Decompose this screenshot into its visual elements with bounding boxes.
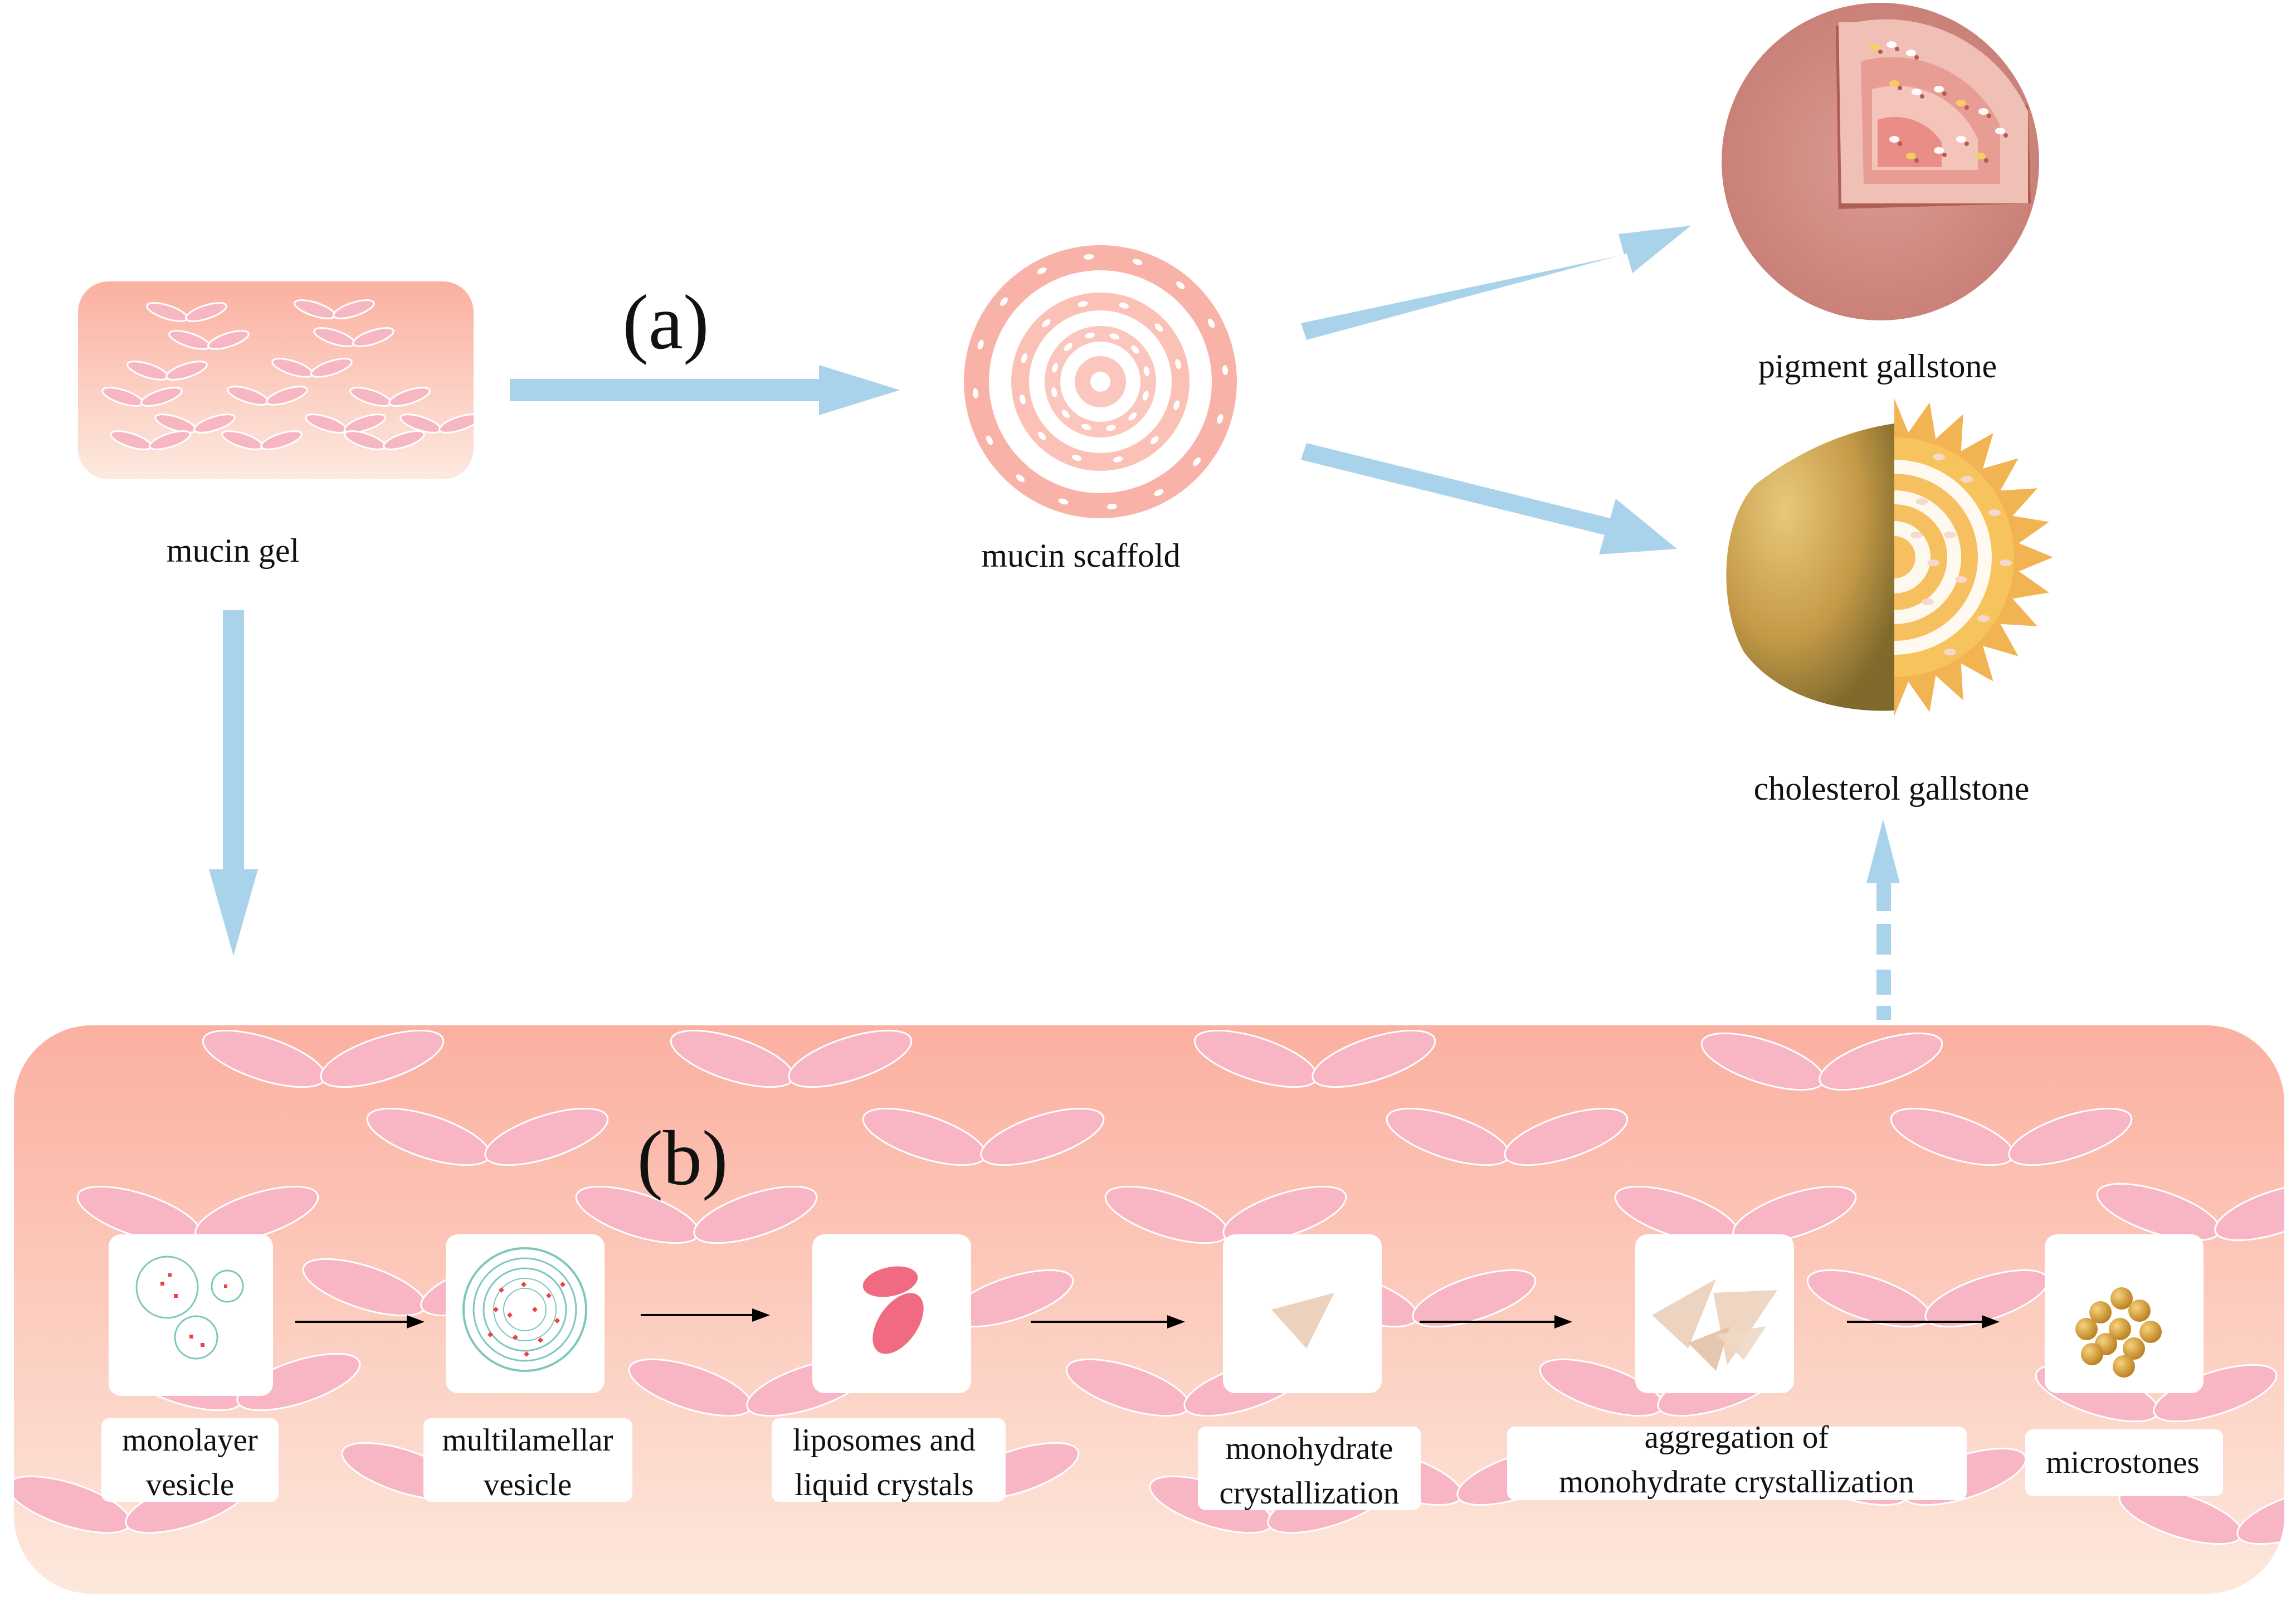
step-4-label-line1: monohydrate: [1226, 1431, 1393, 1466]
gel-cell: [101, 387, 183, 407]
mucin-gel-label: mucin gel: [167, 532, 299, 569]
band-cell: [1193, 1029, 1436, 1088]
gel-cell: [399, 413, 474, 434]
band-cell: [366, 1107, 609, 1166]
gel-cell: [294, 299, 375, 319]
band-cell: [1700, 1032, 1943, 1091]
arrow-scaffold-to-pigment: [1301, 226, 1691, 340]
arrow-gel-to-scaffold: [510, 365, 900, 415]
gel-cell: [271, 358, 353, 378]
step-arrows: [295, 1308, 2000, 1328]
step-crystal-aggregation: [1635, 1234, 1794, 1393]
microstone-icon: [2075, 1287, 2162, 1378]
cholesterol-surface: [1726, 424, 1894, 711]
cholesterol-particles: [1910, 454, 2012, 655]
gel-cell: [227, 386, 308, 406]
pigment-gallstone-label: pigment gallstone: [1758, 348, 1997, 385]
step-monolayer-vesicle: [109, 1234, 273, 1396]
band-cell: [1806, 1269, 2049, 1328]
step-monohydrate-crystal: [1223, 1234, 1382, 1393]
step-1-label-line1: monolayer: [122, 1423, 258, 1458]
step-multilamellar-vesicle: [446, 1234, 605, 1393]
step-3-label-line2: liquid crystals: [794, 1467, 973, 1502]
band-cell: [1104, 1185, 1347, 1244]
panel-b-label: (b): [637, 1115, 728, 1201]
band-cell: [2096, 1182, 2284, 1242]
mucin-scaffold-label: mucin scaffold: [981, 537, 1180, 574]
band-cell: [202, 1029, 445, 1088]
scaffold-particles: [972, 254, 1229, 510]
step-2-label-line2: vesicle: [484, 1467, 572, 1502]
mucin-gel: [78, 281, 474, 479]
step-3-label-line1: liposomes and: [793, 1423, 976, 1458]
gel-cell: [305, 413, 386, 434]
liposome-icon: [862, 1266, 918, 1297]
crystal-icon: [1271, 1293, 1334, 1349]
step-4-label-line2: crystallization: [1220, 1476, 1400, 1511]
multilamellar-icon: [462, 1247, 587, 1372]
step-labels: monolayer vesicle multilamellar vesicle …: [101, 1418, 2223, 1511]
mucin-scaffold: [964, 245, 1237, 518]
arrow-gel-down: [209, 610, 258, 956]
gel-cell: [168, 330, 250, 350]
step-1-label-line2: vesicle: [146, 1467, 234, 1502]
crystal-aggregate-icon: [1652, 1279, 1716, 1349]
gel-cell: [344, 430, 425, 450]
gel-cell: [349, 387, 431, 407]
arrow-dashed-up: [1866, 819, 1900, 1020]
gel-cell: [154, 413, 236, 434]
arrow-scaffold-to-cholesterol: [1301, 443, 1677, 554]
pigment-particles: [1870, 41, 2008, 163]
step-2-label-line1: multilamellar: [442, 1423, 613, 1458]
gel-cells: [101, 299, 474, 450]
gel-cell: [221, 430, 303, 450]
step-liposomes: [812, 1234, 971, 1393]
gel-cell: [110, 430, 191, 450]
cholesterol-gallstone-label: cholesterol gallstone: [1754, 770, 2030, 807]
gel-cell: [313, 327, 394, 347]
band-cell: [575, 1185, 818, 1244]
vesicle-icon: [135, 1255, 199, 1319]
gel-cell: [146, 302, 227, 322]
band-cell: [670, 1029, 913, 1088]
panel-b-band: [14, 1025, 2284, 1594]
band-cell: [862, 1107, 1105, 1166]
step-5-label-line2: monohydrate crystallization: [1559, 1464, 1914, 1500]
step-5-label-line1: aggregation of: [1645, 1420, 1829, 1455]
gel-cell: [126, 361, 208, 381]
step-microstones: [2045, 1234, 2204, 1393]
panel-a-label: (a): [622, 279, 709, 366]
cholesterol-cross-section: [1894, 398, 2053, 716]
band-cells: [14, 1029, 2284, 1545]
cholesterol-gallstone: [1726, 398, 2053, 716]
step-6-label-line1: microstones: [2046, 1445, 2199, 1480]
band-cell: [1890, 1107, 2133, 1166]
pigment-gallstone: [1722, 3, 2039, 320]
band-cell: [1386, 1107, 1629, 1166]
